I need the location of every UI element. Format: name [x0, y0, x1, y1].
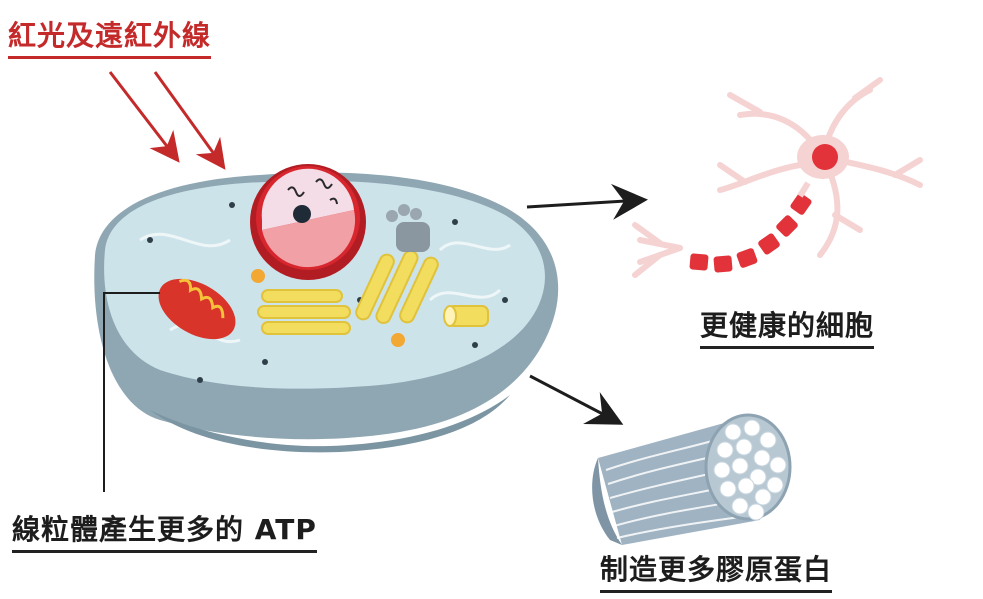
neuron-illustration	[632, 77, 923, 278]
lysosome-cluster	[386, 204, 430, 252]
label-healthy-cells: 更健康的細胞	[700, 304, 875, 349]
cell-illustration	[94, 164, 559, 453]
arrow-to-collagen	[529, 374, 624, 425]
cell-shadow	[150, 395, 510, 453]
nucleus	[250, 164, 366, 280]
label-mitochondria-atp: 線粒體產生更多的 ATP	[12, 508, 317, 553]
ribosomes	[147, 202, 508, 383]
diagram-title: 紅光及遠紅外線	[8, 14, 212, 59]
collagen-fiber-illustration	[592, 413, 792, 545]
vesicle	[251, 269, 265, 283]
golgi-apparatus	[257, 289, 351, 335]
mitochondrion	[158, 278, 236, 340]
red-arrow-1	[108, 71, 180, 163]
red-light-arrows	[108, 71, 226, 170]
vesicle	[391, 333, 405, 347]
label-collagen: 制造更多膠原蛋白	[600, 548, 833, 593]
title-text: 紅光及遠紅外線	[8, 19, 212, 52]
centriole	[443, 305, 489, 327]
cytoskeleton	[139, 232, 511, 344]
mito-pointer-line	[103, 292, 160, 492]
red-arrow-2	[153, 71, 226, 170]
arrow-to-neuron	[526, 183, 648, 220]
